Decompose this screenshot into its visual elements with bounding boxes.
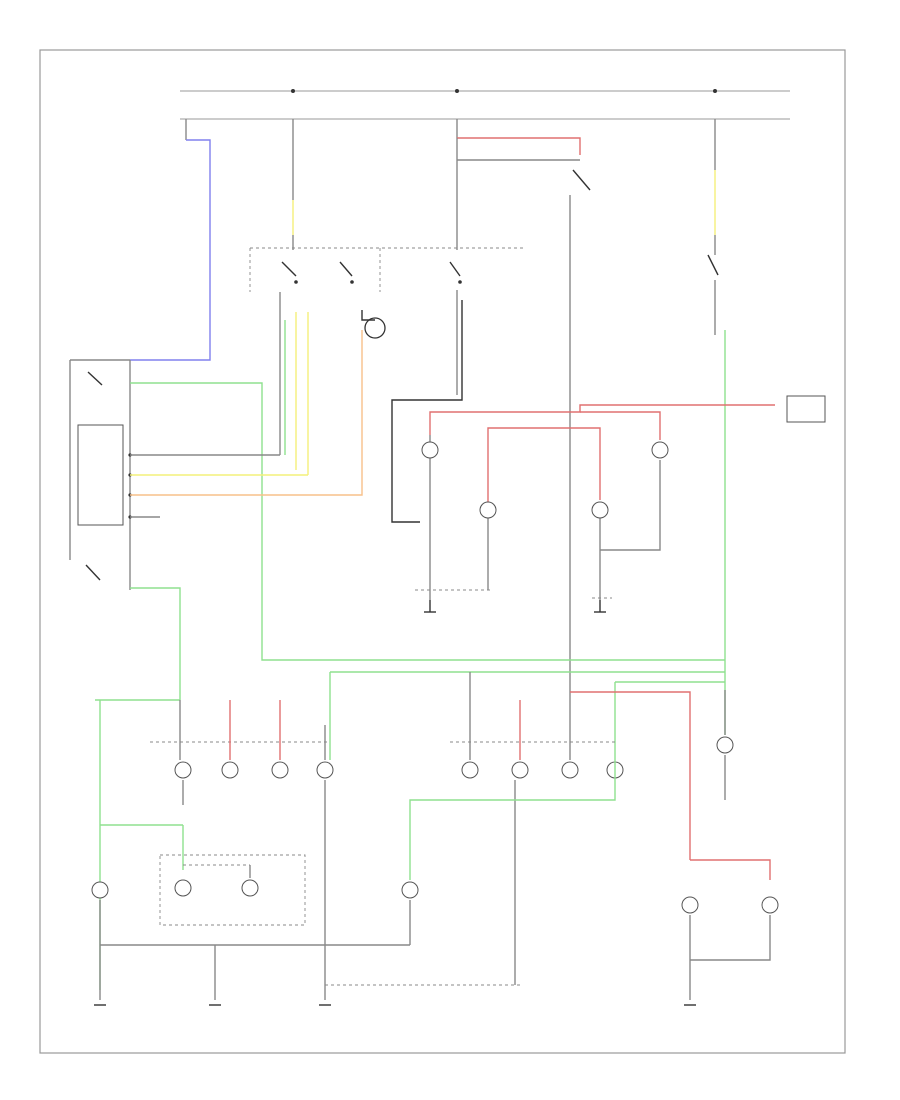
- rear-harness: [95, 671, 725, 990]
- front-ground-connectors: [415, 589, 612, 613]
- top-power-bus: [180, 89, 790, 120]
- high-mount-stop-lamp: [716, 690, 734, 800]
- turn-signal-wiring: [279, 292, 386, 492]
- rear-lamp-cluster-right: [450, 700, 624, 985]
- rear-ground-connectors: [94, 900, 696, 1006]
- front-turn-lamps: [421, 395, 826, 600]
- flasher-outputs: [130, 382, 725, 700]
- brake-switch-wiring: [707, 254, 726, 735]
- side-marker-lamps: [91, 755, 616, 946]
- diagram-border: [39, 49, 846, 1054]
- rear-lamp-cluster-left: [150, 700, 334, 1000]
- turn-flasher-unit: [69, 139, 211, 590]
- license-lamps: [681, 859, 779, 1000]
- brake-light-switch: [457, 159, 591, 700]
- combination-switch: [249, 247, 525, 292]
- fuse-feeds: [185, 119, 716, 255]
- hazard-switch-wiring: [391, 290, 463, 523]
